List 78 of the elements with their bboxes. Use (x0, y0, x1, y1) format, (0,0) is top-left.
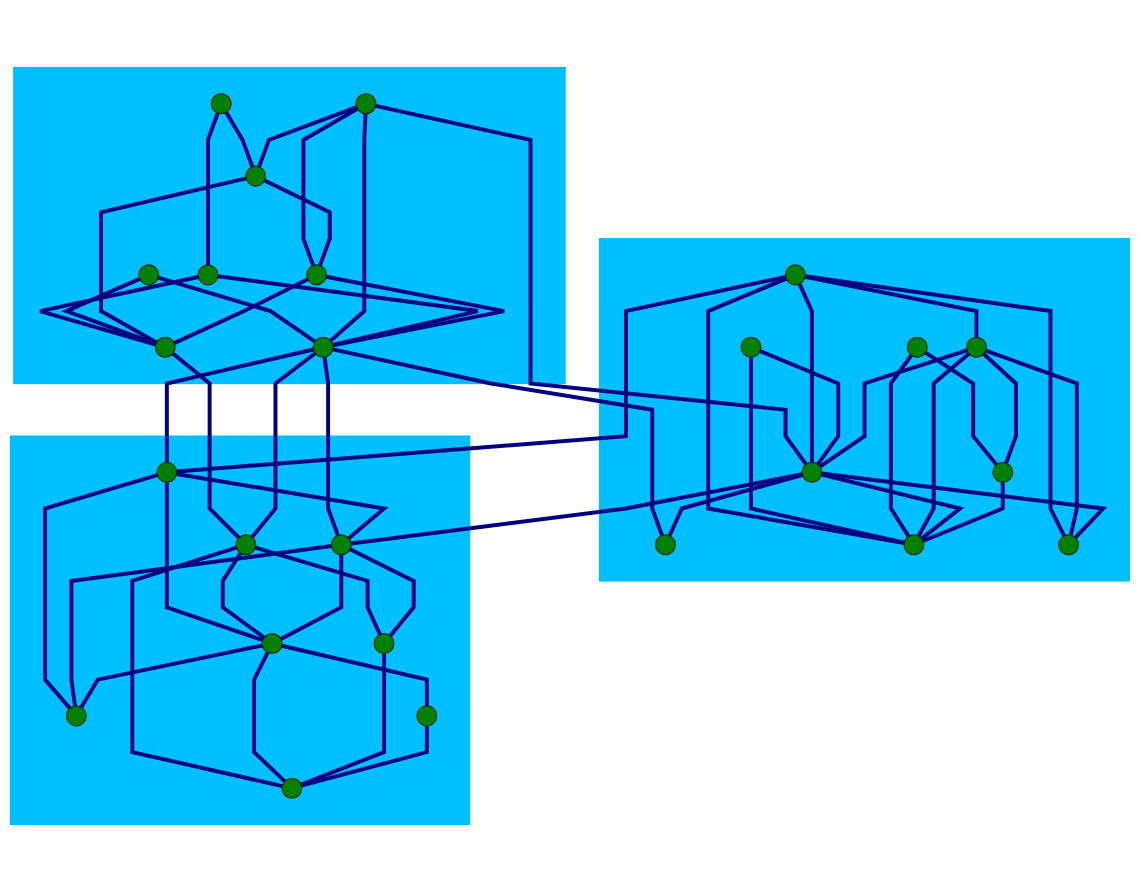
circle-node (261, 632, 283, 654)
circle-node (154, 336, 176, 358)
circle-node (330, 534, 352, 556)
circle-node (801, 461, 823, 483)
connector-line (325, 274, 507, 348)
circle-node (906, 336, 928, 358)
connector-line (797, 283, 814, 463)
connector-line (924, 350, 999, 466)
connector-line (804, 274, 979, 338)
connector-line (38, 275, 199, 347)
circle-node (156, 461, 178, 483)
cluster-region (13, 66, 566, 385)
connector-line (69, 544, 332, 707)
connector-line (99, 176, 247, 345)
connector-line (706, 276, 905, 545)
connector-line (916, 352, 971, 537)
connector-line (206, 112, 220, 265)
connector-line (375, 103, 808, 466)
connector-line (224, 111, 255, 168)
connector-line (749, 357, 905, 545)
connector-line (254, 545, 382, 636)
circle-node (416, 705, 438, 727)
connector-line (176, 472, 389, 540)
connector-line (281, 643, 429, 706)
connector-line (350, 472, 803, 546)
circle-node (654, 534, 676, 556)
connector-line (301, 106, 359, 267)
circle-node (281, 777, 303, 799)
connector-line (250, 351, 317, 539)
connector-line (982, 352, 1018, 464)
circle-node (373, 632, 395, 654)
connector-line (164, 347, 314, 463)
connector-line (818, 348, 968, 469)
circle-node (306, 264, 328, 286)
circle-node (740, 336, 762, 358)
circle-node (312, 336, 334, 358)
connector-line (349, 547, 416, 638)
connector-line (759, 349, 841, 466)
connector-line (821, 471, 1108, 539)
circle-node (1058, 534, 1080, 556)
circle-node (197, 264, 219, 286)
connector-line (217, 274, 480, 347)
connector-line (164, 482, 264, 643)
connector-line (300, 725, 429, 788)
circle-node (210, 93, 232, 115)
circle-node (235, 534, 257, 556)
connector-line (257, 105, 358, 168)
circle-node (138, 264, 160, 286)
connector-line (252, 651, 287, 783)
connector-line (280, 554, 344, 641)
connector-line (985, 348, 1079, 536)
connector-line (888, 354, 913, 538)
connector-line (263, 178, 332, 267)
connector-line (922, 482, 1005, 543)
connector-line (667, 473, 803, 537)
connector-line (171, 351, 241, 540)
connector-line (329, 113, 368, 343)
connector-line (43, 473, 158, 710)
circle-node (992, 461, 1014, 483)
connector-line (61, 277, 157, 346)
cluster-region (9, 435, 471, 826)
circle-node (903, 534, 925, 556)
connector-line (220, 552, 266, 640)
circle-node (245, 165, 267, 187)
connector-line (173, 277, 309, 345)
connector-line (176, 275, 787, 474)
connector-line (130, 545, 283, 788)
connector-line (322, 356, 340, 537)
connector-line (332, 347, 664, 537)
connector-line (79, 643, 263, 709)
connector-line (157, 275, 317, 344)
circle-node (65, 705, 87, 727)
connector-line (300, 653, 387, 787)
circle-node (784, 264, 806, 286)
connector-line (804, 274, 1066, 537)
circle-node (355, 93, 377, 115)
connector-line (821, 472, 965, 541)
circle-node (965, 336, 987, 358)
